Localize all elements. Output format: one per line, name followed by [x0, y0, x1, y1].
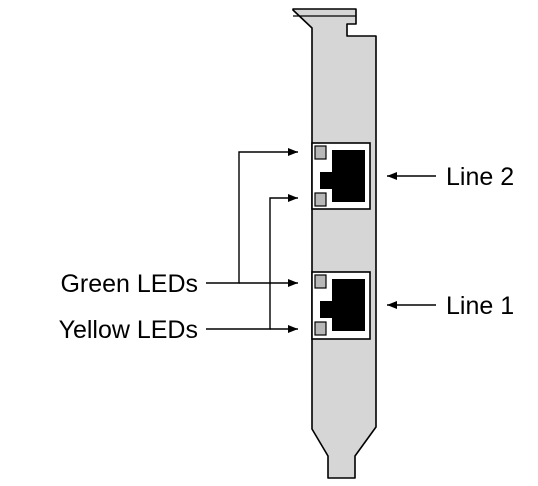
green-leds-label: Green LEDs — [60, 270, 198, 298]
line-2-label: Line 2 — [446, 163, 514, 191]
yellow-leds-leaders — [206, 194, 298, 333]
yellow-led — [314, 192, 327, 207]
green-led — [314, 145, 327, 160]
yellow-led — [314, 321, 327, 336]
yellow-leds-leader-line-2 — [206, 194, 298, 330]
rj45-port-line-2 — [311, 142, 371, 210]
green-leds-leaders — [206, 148, 298, 287]
green-leds-leader-line-2 — [206, 148, 298, 284]
jack-opening — [320, 279, 365, 331]
jack-opening — [320, 150, 365, 202]
bracket-plate — [292, 8, 377, 479]
green-led — [314, 274, 327, 289]
rj45-port-line-1 — [311, 271, 371, 340]
line-1-label: Line 1 — [446, 292, 514, 320]
pci-bracket — [292, 8, 377, 479]
yellow-leds-label: Yellow LEDs — [59, 316, 198, 344]
